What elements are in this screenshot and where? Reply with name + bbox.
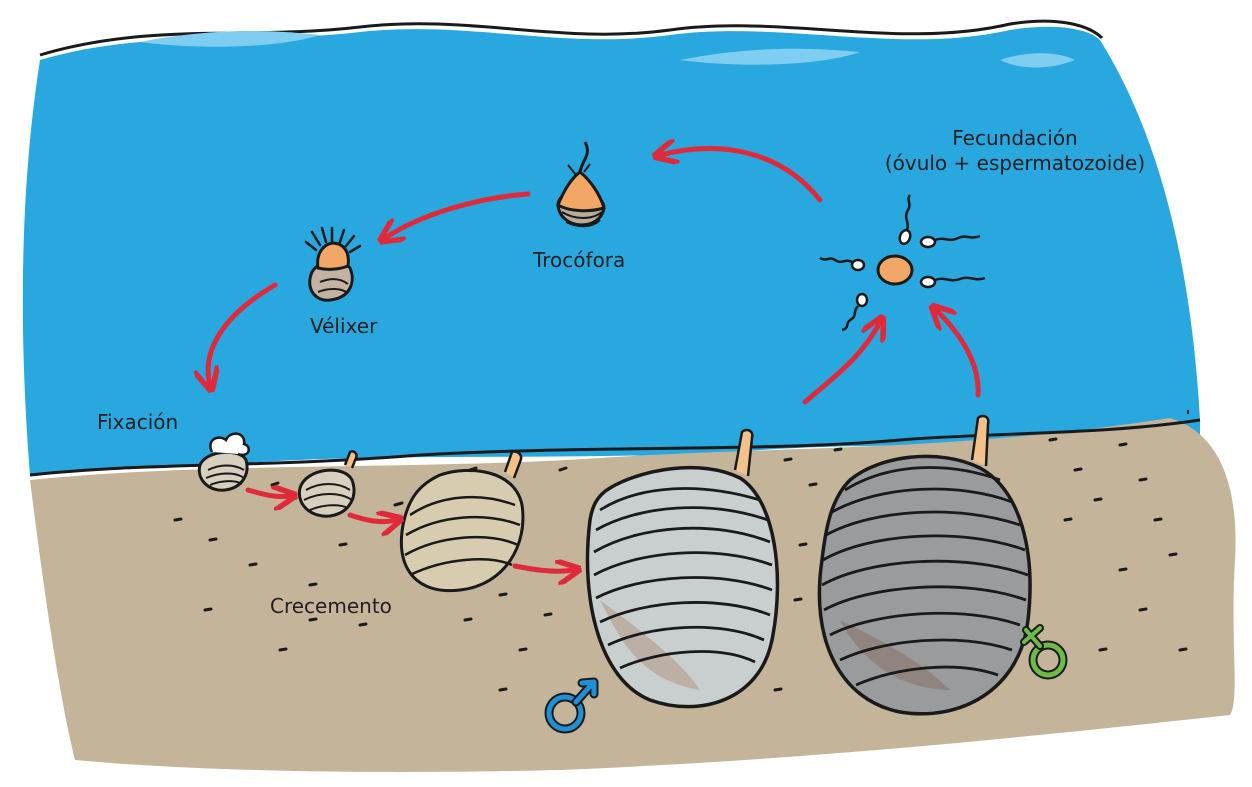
label-fecundacion-title: Fecundación [855,126,1175,151]
label-trocofora: Trocófora [533,248,625,273]
label-fixacion: Fixación [97,410,178,435]
label-crecemento: Crecemento [270,594,392,619]
label-velixer: Vélixer [310,314,377,339]
label-fecundacion-subtitle: (óvulo + espermatozoide) [855,151,1175,176]
label-fecundacion: Fecundación (óvulo + espermatozoide) [855,126,1175,176]
egg-cell [878,256,912,284]
